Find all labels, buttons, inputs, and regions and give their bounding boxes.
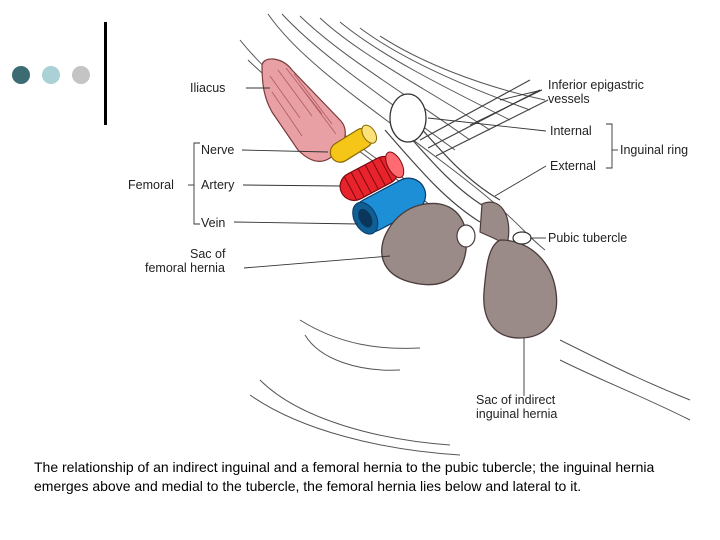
label-inferior-epigastric-1: Inferior epigastric xyxy=(548,78,644,92)
label-internal: Internal xyxy=(550,124,592,138)
iliacus-fibres xyxy=(269,67,337,137)
femoral-vein xyxy=(352,177,427,235)
vertical-rule xyxy=(104,22,107,125)
femoral-ring-shape xyxy=(456,224,476,248)
label-vein: Vein xyxy=(201,216,225,230)
label-sac-femoral-1: Sac of xyxy=(190,247,226,261)
label-sac-femoral-2: femoral hernia xyxy=(145,261,225,275)
label-external: External xyxy=(550,159,596,173)
internal-ring-shape xyxy=(389,93,427,143)
label-inguinal-ring: Inguinal ring xyxy=(620,143,688,157)
label-artery: Artery xyxy=(201,178,235,192)
label-sac-inguinal-1: Sac of indirect xyxy=(476,393,556,407)
femoral-artery xyxy=(339,151,405,202)
spermatic-cord xyxy=(479,201,510,246)
femoral-hernia-sac xyxy=(381,202,468,286)
inguinal-hernia-sac xyxy=(483,239,558,339)
bullet-dot-1 xyxy=(12,66,30,84)
leader-lines xyxy=(188,87,618,396)
label-sac-inguinal-2: inguinal hernia xyxy=(476,407,557,421)
slide-caption: The relationship of an indirect inguinal… xyxy=(34,459,655,494)
artery-rings xyxy=(343,156,393,201)
label-femoral: Femoral xyxy=(128,178,174,192)
label-nerve: Nerve xyxy=(201,143,234,157)
label-inferior-epigastric-2: vessels xyxy=(548,92,590,106)
label-iliacus: Iliacus xyxy=(190,81,225,95)
label-pubic-tubercle: Pubic tubercle xyxy=(548,231,627,245)
femoral-nerve xyxy=(329,124,378,163)
bullet-dot-3 xyxy=(72,66,90,84)
pubic-tubercle-shape xyxy=(512,231,532,245)
bullet-dot-2 xyxy=(42,66,60,84)
